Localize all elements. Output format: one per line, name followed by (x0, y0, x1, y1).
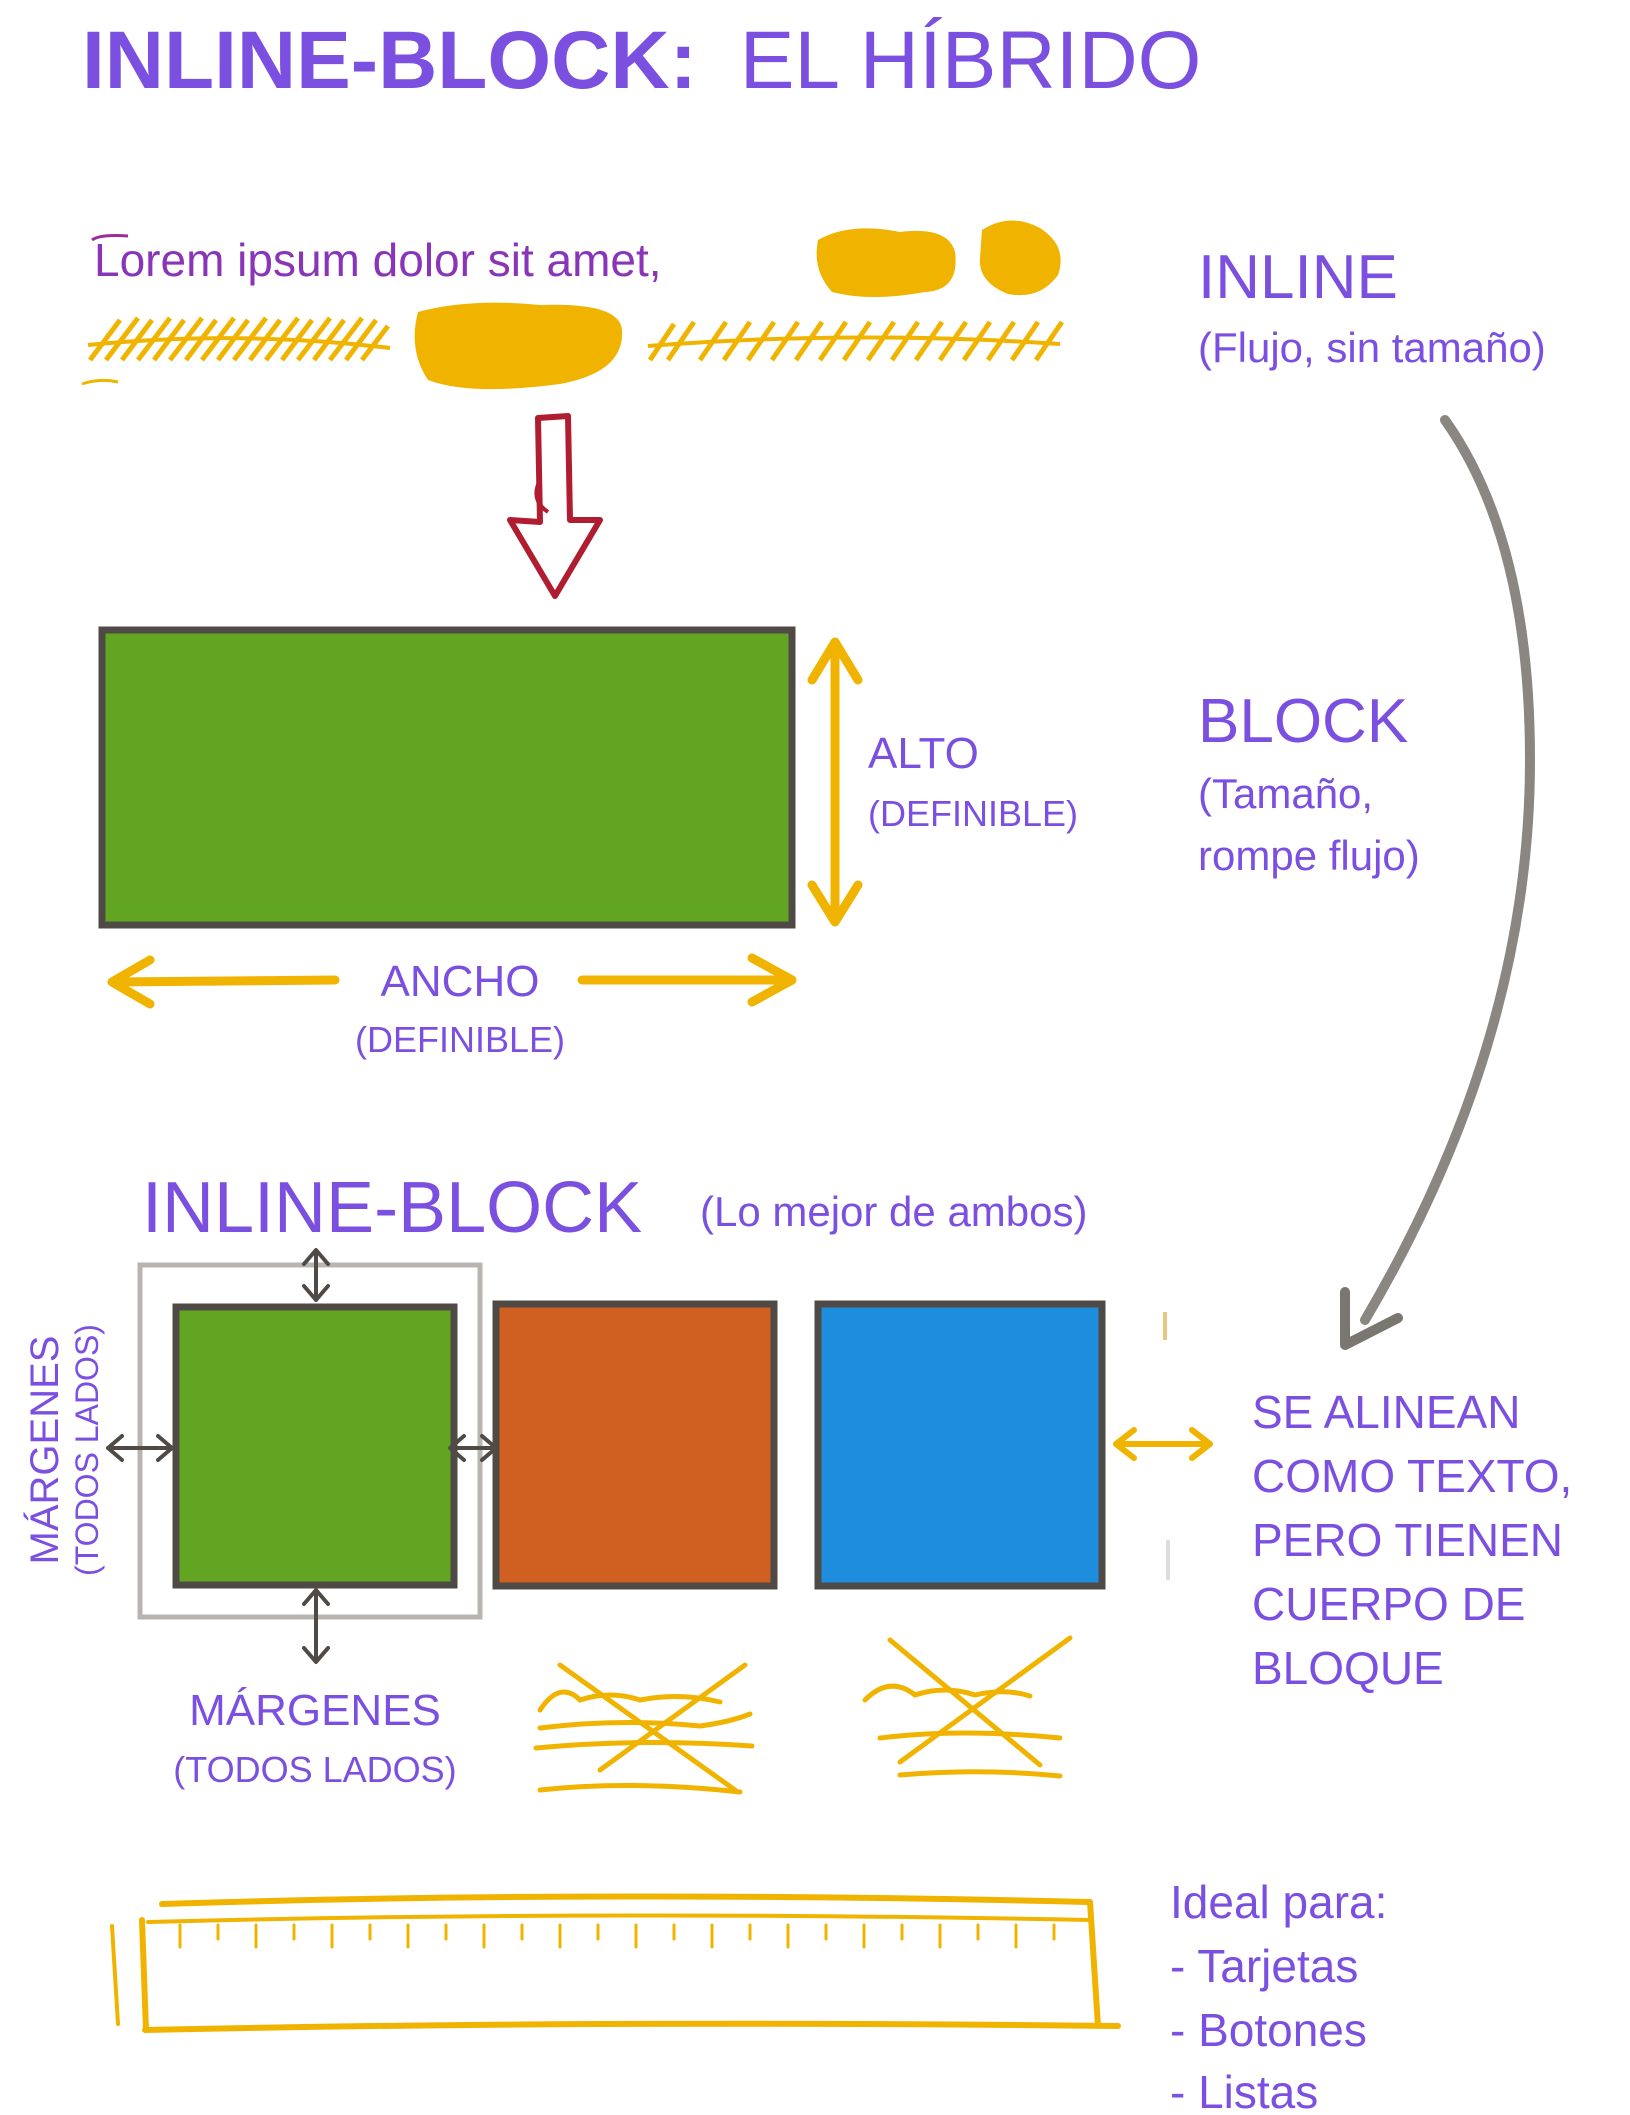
ideal-item: - Listas (1170, 2066, 1318, 2115)
inline-description: (Flujo, sin tamaño) (1198, 324, 1546, 371)
hatch-scribble (647, 320, 1065, 362)
alignment-arrow (1113, 1427, 1213, 1461)
inline-block-green (172, 1303, 458, 1589)
hatch-scribble (81, 316, 391, 386)
block-box (98, 626, 796, 929)
flow-arrow (1340, 415, 1536, 1350)
block-description-line2: rompe flujo) (1198, 832, 1420, 879)
margins-label: MÁRGENES (189, 1686, 441, 1735)
margin-outline (137, 1262, 483, 1620)
title-light: EL HÍBRIDO (740, 15, 1202, 106)
scribble-blob (816, 228, 956, 297)
crossed-out-scribble (533, 1662, 755, 1795)
margins-note: (TODOS LADOS) (173, 1749, 456, 1790)
block-description-line1: (Tamaño, (1198, 770, 1373, 817)
height-label: ALTO (868, 729, 979, 778)
ruler-sketch (110, 1893, 1121, 2033)
inline-label: INLINE (1198, 243, 1398, 312)
width-note: (DEFINIBLE) (355, 1019, 565, 1060)
title-bold: INLINE-BLOCK: (82, 15, 697, 106)
scribble-blob (414, 302, 623, 390)
width-arrow-left (115, 975, 340, 987)
margins-vertical-label: MÁRGENES (22, 1336, 67, 1565)
width-label: ANCHO (381, 957, 540, 1006)
ideal-heading: Ideal para: (1170, 1876, 1387, 1928)
margins-vertical: MÁRGENES (TODOS LADOS) (22, 1324, 105, 1576)
page-title: INLINE-BLOCK: EL HÍBRIDO (82, 15, 1201, 106)
inline-block-subtitle: (Lo mejor de ambos) (700, 1188, 1088, 1235)
ideal-item: - Tarjetas (1170, 1940, 1358, 1992)
inline-sample: Lorem ipsum dolor sit amet, (81, 220, 1065, 390)
height-note: (DEFINIBLE) (868, 793, 1078, 834)
down-arrow-icon (507, 413, 603, 599)
inline-sample-text: Lorem ipsum dolor sit amet, (94, 234, 662, 286)
margin-arrows (106, 1248, 498, 1664)
margins-vertical-note: (TODOS LADOS) (69, 1324, 105, 1576)
scribble-blob (979, 220, 1061, 296)
inline-block-blue (814, 1300, 1106, 1590)
crossed-out-scribble (862, 1635, 1073, 1779)
inline-block-label: INLINE-BLOCK (142, 1168, 642, 1248)
ideal-item: - Botones (1170, 2004, 1367, 2056)
alignment-text: SE ALINEAN COMO TEXTO, PERO TIENEN CUERP… (1252, 1386, 1585, 1694)
block-label: BLOCK (1198, 687, 1408, 756)
inline-block-orange (492, 1300, 778, 1590)
